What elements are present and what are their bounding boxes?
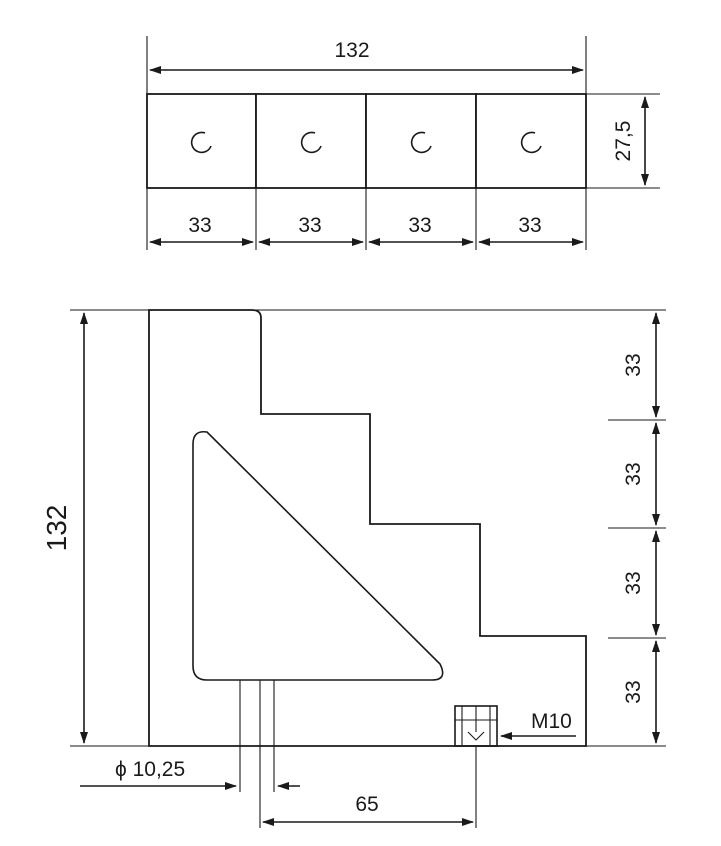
hole-diameter-label: ϕ 10,25 xyxy=(115,758,185,781)
hole-icon xyxy=(190,131,212,154)
offset-label: 65 xyxy=(355,793,378,816)
thread-label: M10 xyxy=(531,710,572,733)
segment-width-label-1: 33 xyxy=(188,214,211,237)
hole-icon xyxy=(410,131,432,154)
top-view-segment-3 xyxy=(365,93,477,189)
segment-width-label-4: 33 xyxy=(518,214,541,237)
front-view-body xyxy=(148,309,587,747)
top-view-segment-2 xyxy=(255,93,367,189)
front-view: 132 33 33 33 33 ϕ 10,25 65 M10 xyxy=(41,309,666,828)
hole-icon xyxy=(300,131,322,154)
step-height-label-1: 33 xyxy=(622,353,645,376)
segment-width-label-3: 33 xyxy=(408,214,431,237)
front-height-label: 132 xyxy=(41,505,72,552)
top-height-label: 27,5 xyxy=(612,121,635,162)
step-height-label-3: 33 xyxy=(622,571,645,594)
step-height-label-2: 33 xyxy=(622,462,645,485)
top-width-label: 132 xyxy=(334,39,369,62)
hole-icon xyxy=(520,131,542,154)
triangular-window xyxy=(192,430,444,681)
segment-width-label-2: 33 xyxy=(298,214,321,237)
top-view-segment-1 xyxy=(146,93,257,189)
top-view: 132 27,5 33 33 33 33 xyxy=(146,36,660,250)
step-height-label-4: 33 xyxy=(622,680,645,703)
top-view-segment-4 xyxy=(475,93,587,189)
